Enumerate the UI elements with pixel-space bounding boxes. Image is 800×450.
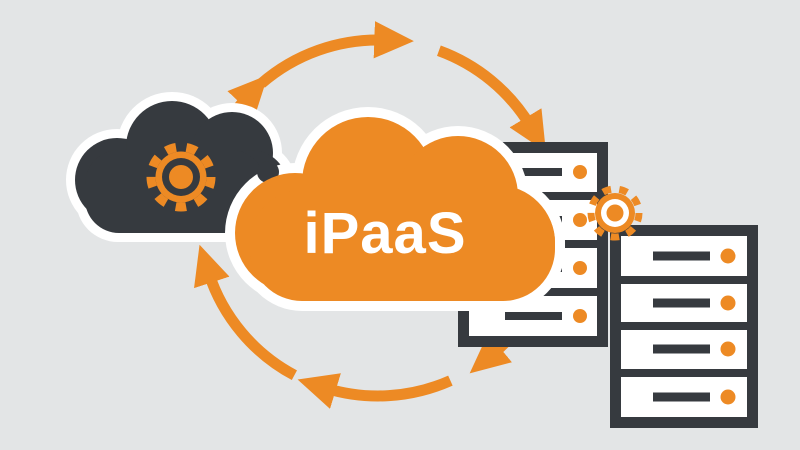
server-unit-line <box>505 168 562 176</box>
cycle-arrow-bottom-left <box>194 244 298 381</box>
server-unit-led <box>720 295 736 311</box>
cycle-arrow-top <box>257 21 414 88</box>
server-unit-led <box>573 213 587 227</box>
server-unit-line <box>653 251 710 261</box>
rack-divider <box>621 276 747 284</box>
ipaas-cloud: iPaaS <box>225 107 565 311</box>
server-unit-line <box>653 344 710 354</box>
server-unit-line <box>505 312 562 320</box>
server-unit-led <box>720 341 736 357</box>
cloud-icon <box>235 117 555 301</box>
server-unit-led <box>573 309 587 323</box>
cycle-arrow-top-right <box>436 45 546 152</box>
server-unit-led <box>573 165 587 179</box>
gear-icon <box>146 142 216 212</box>
server-unit-led <box>720 248 736 264</box>
rack-divider <box>621 369 747 377</box>
server-unit-led <box>573 261 587 275</box>
server-unit-line <box>653 392 710 402</box>
gear-icon <box>587 185 643 241</box>
server-unit-line <box>653 298 710 308</box>
rack-divider <box>621 322 747 330</box>
server-rack-front <box>610 225 758 428</box>
ipaas-label: iPaaS <box>304 201 467 266</box>
cycle-arrow-bottom <box>297 373 453 409</box>
server-unit-led <box>720 389 736 405</box>
